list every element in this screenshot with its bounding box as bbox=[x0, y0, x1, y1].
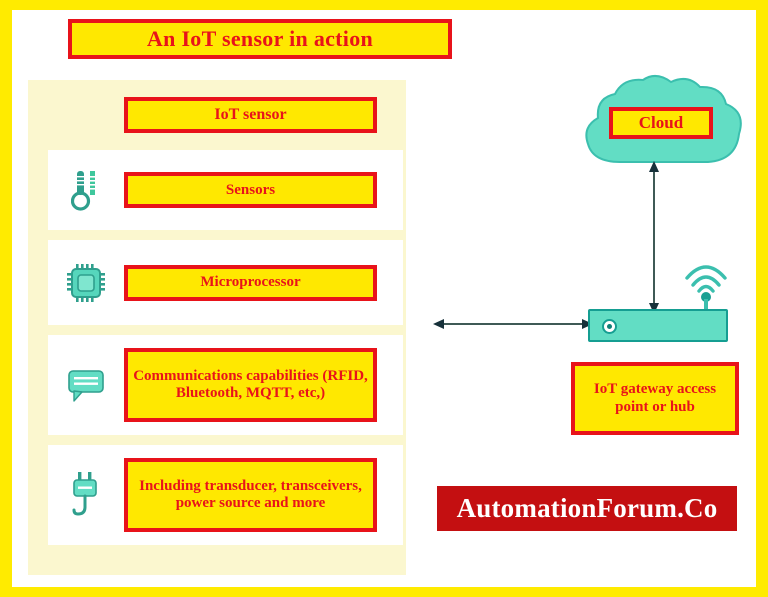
iot-sensor-header-chip: IoT sensor bbox=[124, 97, 377, 133]
frame-left-edge bbox=[0, 0, 12, 597]
sensors-label: Sensors bbox=[225, 181, 276, 198]
iot-sensor-header-label: IoT sensor bbox=[214, 106, 287, 123]
gateway-caption-label: IoT gateway access point or hub bbox=[593, 381, 717, 415]
communications-chip: Communications capabilities (RFID, Bluet… bbox=[124, 348, 377, 422]
thermometer-icon bbox=[48, 167, 124, 213]
cloud-node: Cloud bbox=[576, 74, 748, 167]
communications-label: Communications capabilities (RFID, Bluet… bbox=[133, 368, 368, 401]
sensors-chip: Sensors bbox=[124, 172, 377, 208]
cloud-label-chip: Cloud bbox=[609, 107, 713, 139]
page-title-text: An IoT sensor in action bbox=[146, 26, 374, 51]
power-plug-icon bbox=[48, 471, 124, 519]
cloud-to-gateway-arrow bbox=[649, 161, 659, 314]
microchip-icon bbox=[48, 263, 124, 303]
power-chip: Including transducer, transceivers, powe… bbox=[124, 458, 377, 532]
list-item: Communications capabilities (RFID, Bluet… bbox=[48, 335, 403, 435]
wifi-antenna-icon bbox=[685, 265, 727, 312]
power-label: Including transducer, transceivers, powe… bbox=[139, 478, 362, 511]
watermark-banner: AutomationForum.Co bbox=[437, 486, 737, 531]
gateway-caption-chip: IoT gateway access point or hub bbox=[571, 362, 739, 435]
watermark-text: AutomationForum.Co bbox=[456, 493, 718, 523]
list-item: Microprocessor bbox=[48, 240, 403, 325]
iot-sensor-panel: IoT sensor Sensors bbox=[28, 80, 406, 575]
sensor-to-gateway-arrow bbox=[433, 319, 593, 329]
microprocessor-chip: Microprocessor bbox=[124, 264, 377, 301]
frame-bottom-edge bbox=[0, 587, 768, 597]
gateway-device-icon bbox=[588, 309, 728, 342]
speech-bubble-icon bbox=[48, 367, 124, 403]
list-item: Including transducer, transceivers, powe… bbox=[48, 445, 403, 545]
power-led-icon bbox=[602, 319, 617, 334]
microprocessor-label: Microprocessor bbox=[200, 274, 301, 291]
cloud-label: Cloud bbox=[638, 113, 684, 132]
page-title: An IoT sensor in action bbox=[68, 19, 452, 59]
frame-top-edge bbox=[0, 0, 768, 10]
list-item: Sensors bbox=[48, 150, 403, 230]
frame-right-edge bbox=[756, 0, 768, 597]
